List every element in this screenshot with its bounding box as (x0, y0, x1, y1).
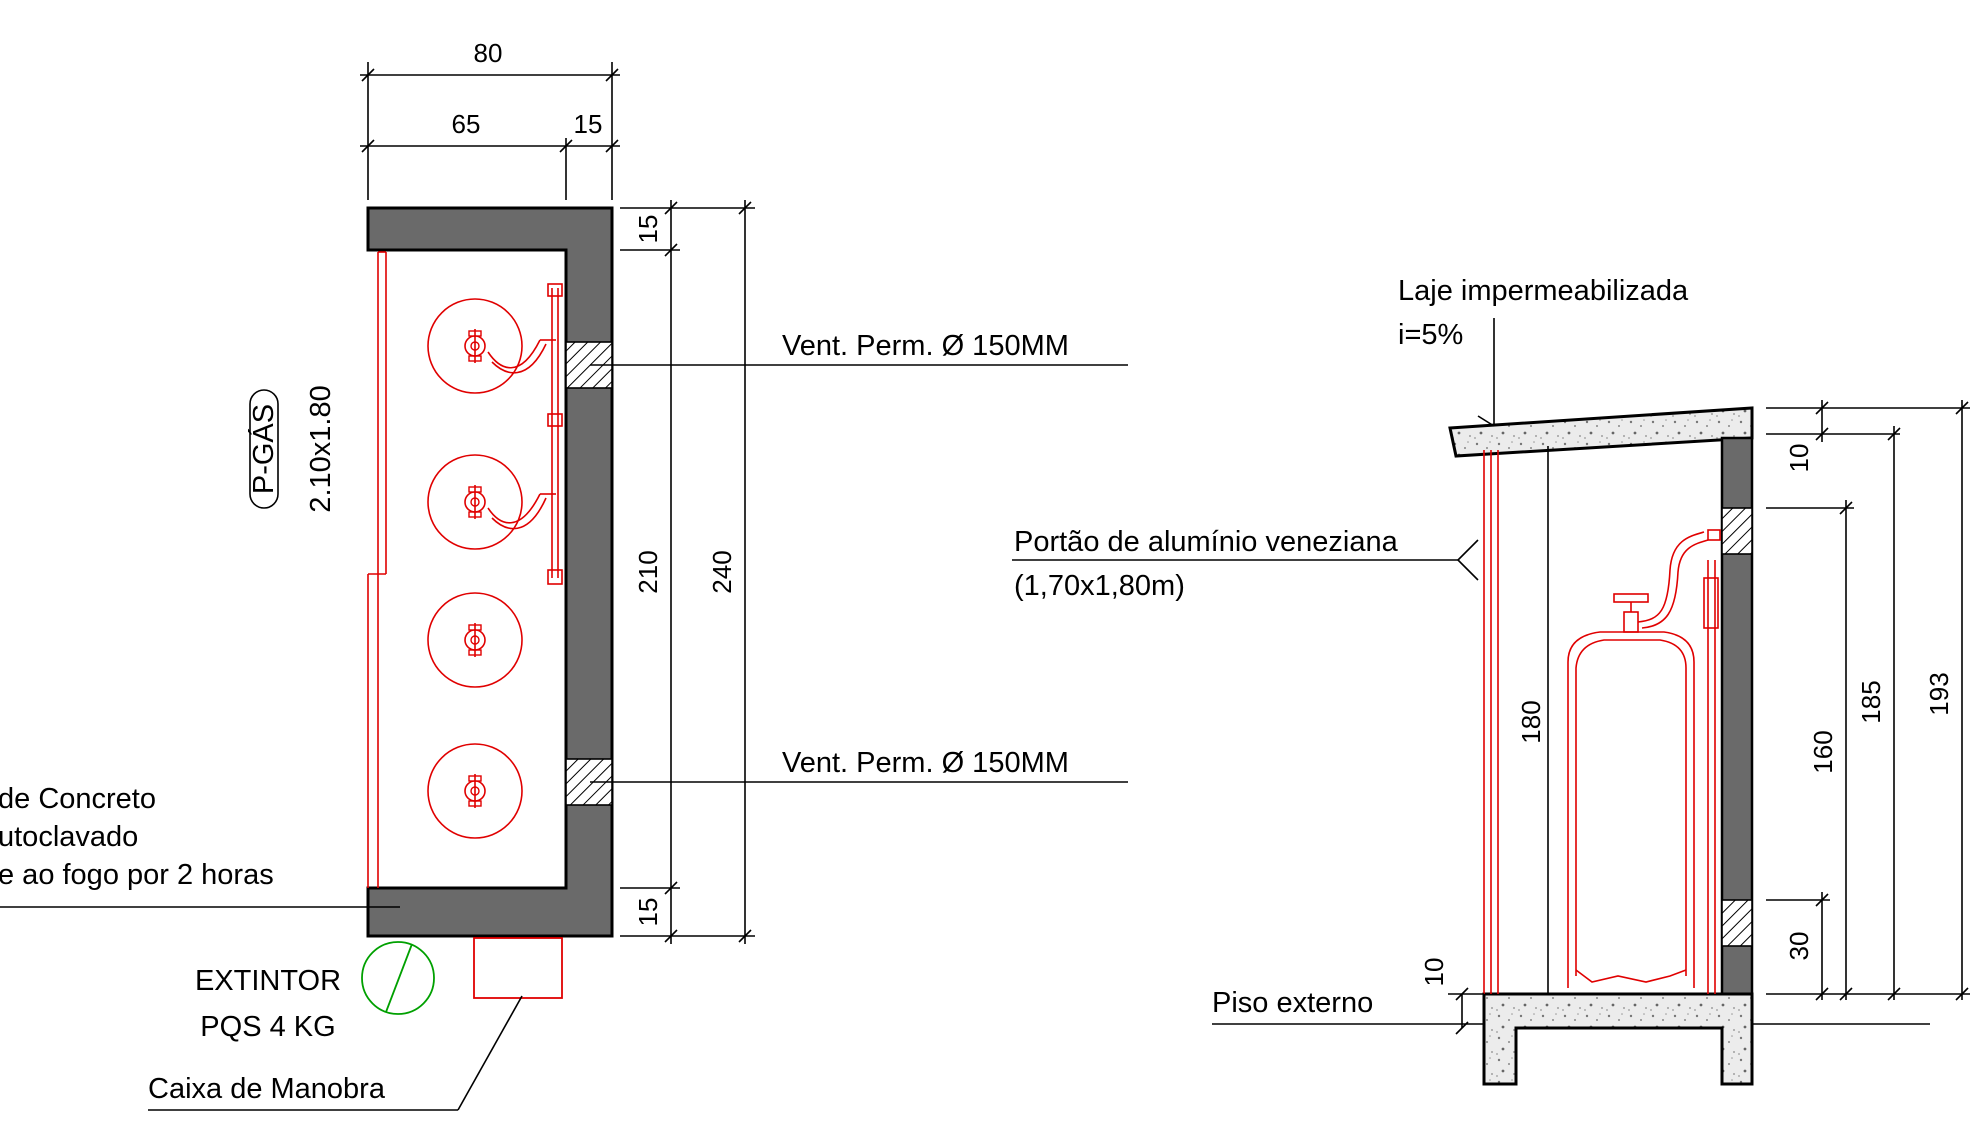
wall-note: de Concreto utoclavado e ao fogo por 2 h… (0, 783, 400, 908)
plan-dims-right: 15 210 15 240 (620, 200, 755, 944)
section-dims-right: 10 160 185 193 30 (1766, 400, 1970, 1001)
extinguisher: EXTINTOR PQS 4 KG (195, 941, 435, 1043)
dim-inner-height: 185 (1856, 680, 1886, 723)
floor-slab (1482, 992, 1754, 1086)
tag-size: 2.10x1.80 (305, 385, 337, 512)
slab-label: Laje impermeabilizada (1398, 275, 1689, 307)
wall-note-line-2: utoclavado (0, 821, 138, 853)
gas-cylinder-1 (427, 298, 523, 394)
control-box-label: Caixa de Manobra (148, 1073, 386, 1105)
wall-note-line-3: e ao fogo por 2 horas (0, 859, 274, 891)
section-vent-top (1721, 507, 1753, 555)
plan-view: 80 65 15 15 210 15 240 Vent. (0, 38, 1128, 1111)
control-box: Caixa de Manobra (148, 937, 563, 1111)
vent-bottom-label: Vent. Perm. Ø 150MM (782, 747, 1069, 779)
dim-bottom-wall: 15 (633, 898, 663, 927)
gas-cylinder-2 (427, 454, 523, 550)
dim-top-wall: 15 (633, 215, 663, 244)
dim-wall-thickness: 15 (574, 109, 603, 139)
section-vent-bottom (1721, 899, 1753, 947)
extinguisher-label-1: EXTINTOR (195, 965, 341, 997)
section-view: Laje impermeabilizada i=5% Portão de alu… (1012, 275, 1970, 1086)
dim-overall-width: 80 (474, 38, 503, 68)
dim-floor-step: 10 (1419, 958, 1449, 987)
dim-overall-length: 240 (707, 550, 737, 593)
wall-note-line-1: de Concreto (0, 783, 156, 815)
gate-size: (1,70x1,80m) (1014, 570, 1185, 602)
dim-total-height: 193 (1924, 672, 1954, 715)
tag-code: P-GÁS (247, 404, 280, 494)
gas-manifold (487, 283, 563, 585)
extinguisher-label-2: PQS 4 KG (200, 1011, 335, 1043)
section-dims-left: 10 180 (1419, 700, 1546, 1035)
gate-annotation: Portão de alumínio veneziana (1,70x1,80m… (1012, 526, 1479, 602)
floor-annotation: Piso externo (1212, 987, 1930, 1025)
gas-cylinder-4 (427, 743, 523, 839)
gate-plan (367, 251, 387, 888)
dim-vent-height: 160 (1808, 730, 1838, 773)
gas-cylinders-plan (427, 298, 523, 839)
dim-inner-length: 210 (633, 550, 663, 593)
plan-dims-top: 80 65 15 (360, 38, 620, 200)
gate-section (1483, 450, 1716, 994)
gas-cylinder-section (1567, 529, 1721, 988)
gas-cylinder-3 (427, 592, 523, 688)
dim-gate-height: 180 (1516, 700, 1546, 743)
plan-walls (366, 206, 614, 938)
slab-annotation: Laje impermeabilizada i=5% (1398, 275, 1689, 427)
control-box-icon (473, 937, 563, 999)
extinguisher-icon (361, 941, 435, 1015)
floor-label: Piso externo (1212, 987, 1373, 1019)
vent-leaders: Vent. Perm. Ø 150MM Vent. Perm. Ø 150MM (590, 330, 1128, 783)
dim-inner-width: 65 (452, 109, 481, 139)
dim-vent-low: 30 (1784, 932, 1814, 961)
dim-slab-thickness: 10 (1784, 444, 1814, 473)
gate-label: Portão de alumínio veneziana (1014, 526, 1399, 558)
vent-top-label: Vent. Perm. Ø 150MM (782, 330, 1069, 362)
slope-label: i=5% (1398, 319, 1463, 351)
plan-tag: P-GÁS 2.10x1.80 (247, 385, 337, 512)
roof-slab (1448, 406, 1754, 458)
